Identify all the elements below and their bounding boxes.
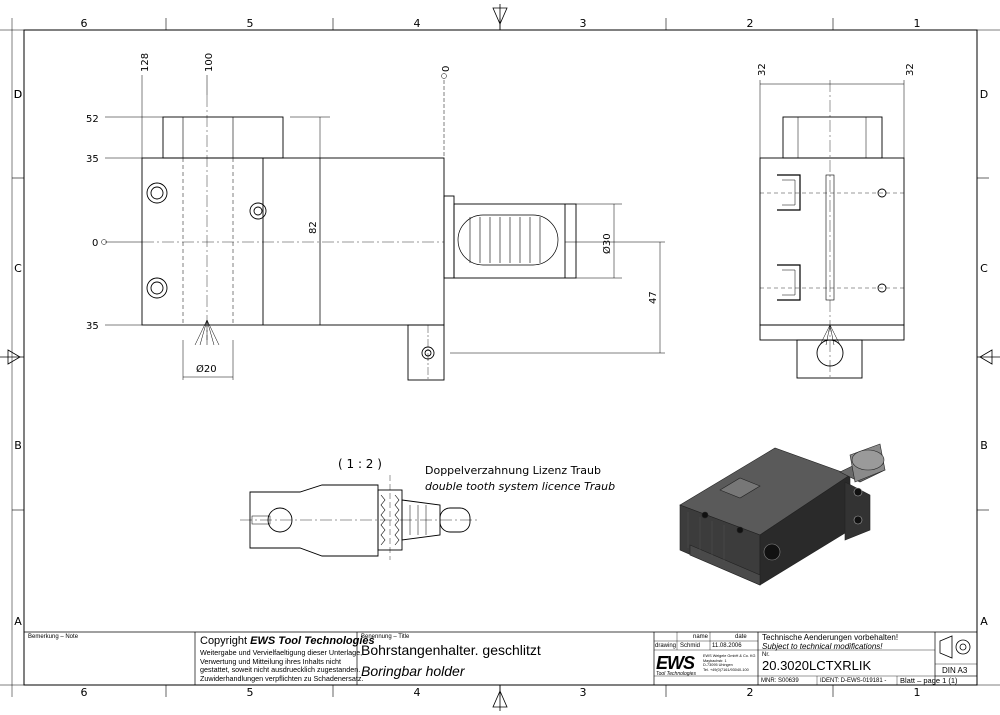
- row-label-left: A: [14, 615, 22, 628]
- row-label-left: D: [14, 88, 22, 101]
- detail-text: ( 1 : 2 ) Doppelverzahnung Lizenz Traub …: [338, 457, 615, 493]
- title-english: Boringbar holder: [361, 663, 465, 679]
- paper-format: DIN A3: [942, 666, 968, 675]
- copyright-line: Weitergabe und Vervielfaeltigung dieser …: [200, 648, 363, 657]
- sheet-frame: [0, 18, 1000, 697]
- row-label-right: B: [980, 439, 988, 452]
- drawn-by: Schmid: [680, 643, 701, 649]
- copyright-line: Verwertung und Mitteilung ihres Inhalts …: [200, 656, 342, 666]
- col-label-top: 2: [747, 17, 754, 30]
- dim-47: 47: [648, 291, 659, 304]
- col-name-header: name: [693, 634, 709, 640]
- title-block-grid: [24, 631, 977, 685]
- dim-82: 82: [308, 221, 319, 234]
- part-number: 20.3020LCTXRLIK: [762, 658, 872, 673]
- drawn-date: 11.08.2006: [712, 643, 742, 649]
- company-logo-sub: Tool Technologies: [656, 671, 696, 677]
- front-view-dimensions: [101, 73, 665, 380]
- dim-dia30: Ø30: [601, 233, 613, 254]
- zone-labels: 6 5 4 3 2 1 6 5 4 3 2 1 D D C B A D C B …: [14, 17, 988, 699]
- copyright-line: Zuwiderhandlungen verpflichten zu Schade…: [200, 673, 364, 683]
- dim-128: 128: [140, 53, 151, 72]
- detail-note-de: Doppelverzahnung Lizenz Traub: [425, 464, 601, 477]
- front-view-dimension-text: 128 100 0 52 35 0 35 82 Ø30 47 Ø20: [86, 53, 659, 375]
- sheet-number: Blatt – page 1 (1): [900, 676, 958, 685]
- mnr-value: MNR: S00639: [761, 678, 799, 684]
- front-view: [141, 95, 577, 381]
- col-date-header: date: [735, 634, 747, 640]
- isometric-view: [679, 443, 886, 586]
- centering-marks: [0, 4, 1000, 711]
- dim-0-left: 0: [92, 238, 98, 249]
- copyright-heading: Copyright EWS Tool Technologies: [200, 636, 375, 647]
- col-label-bottom: 4: [414, 686, 421, 699]
- projection-symbol-icon: [939, 635, 971, 659]
- row-label-right: A: [980, 615, 988, 628]
- notice-german: Technische Aenderungen vorbehalten!: [762, 633, 899, 642]
- col-label-top: 5: [247, 17, 254, 30]
- dim-0-top: 0: [441, 66, 452, 72]
- company-line: Maybachstr. 1: [703, 658, 727, 663]
- detail-note-en: double tooth system licence Traub: [425, 480, 615, 493]
- company-logo: EWS: [656, 653, 695, 673]
- col-label-bottom: 3: [580, 686, 587, 699]
- dim-32-right: 32: [905, 63, 916, 76]
- dim-35-bottom: 35: [86, 321, 99, 332]
- company-line: Tel. +49(0)7161/93040-100: [703, 667, 749, 672]
- col-label-top: 4: [414, 17, 421, 30]
- col-label-bottom: 2: [747, 686, 754, 699]
- side-view-dimension-text: 32 32: [757, 63, 916, 76]
- side-view-dimensions: [759, 80, 905, 158]
- ident-value: IDENT: D-EWS-019181 -: [820, 678, 887, 684]
- side-view: [759, 80, 905, 380]
- col-label-bottom: 6: [81, 686, 88, 699]
- dim-32-left: 32: [757, 63, 768, 76]
- row-label-left: D: [14, 88, 22, 101]
- company-address: EWS Weigele GmbH & Co. KG Maybachstr. 1 …: [703, 654, 755, 672]
- col-label-top: 1: [914, 17, 921, 30]
- remarks-label: Bemerkung – Note: [28, 634, 79, 640]
- col-label-bottom: 1: [914, 686, 921, 699]
- company-line: EWS Weigele GmbH & Co. KG: [703, 654, 756, 658]
- copyright-prefix: Copyright: [200, 635, 251, 647]
- title-german: Bohrstangenhalter. geschlitzt: [361, 642, 541, 658]
- copyright-text: Weitergabe und Vervielfaeltigung dieser …: [200, 648, 364, 683]
- dim-35-top: 35: [86, 154, 99, 165]
- dim-100: 100: [204, 53, 215, 72]
- dim-dia20: Ø20: [196, 363, 217, 375]
- detail-view: [240, 475, 480, 560]
- title-label: Benennung – Title: [361, 634, 410, 640]
- dim-52: 52: [86, 114, 99, 125]
- col-label-top: 6: [81, 17, 88, 30]
- row-label-right: C: [980, 262, 988, 275]
- col-label-bottom: 5: [247, 686, 254, 699]
- detail-scale: ( 1 : 2 ): [338, 457, 382, 471]
- notice-english: Subject to technical modifications!: [762, 642, 883, 651]
- copyright-brand: EWS Tool Technologies: [250, 635, 375, 647]
- number-label: Nr.: [762, 652, 770, 658]
- copyright-line: gestattet, soweit nicht ausdruecklich zu…: [200, 665, 361, 674]
- row-label-left: B: [14, 439, 22, 452]
- company-line: D-73095 Uhingen: [703, 663, 733, 668]
- row-drawing-label: drawing: [655, 643, 677, 649]
- row-label-left: C: [14, 262, 22, 275]
- row-label-right: D: [980, 88, 988, 101]
- col-label-top: 3: [580, 17, 587, 30]
